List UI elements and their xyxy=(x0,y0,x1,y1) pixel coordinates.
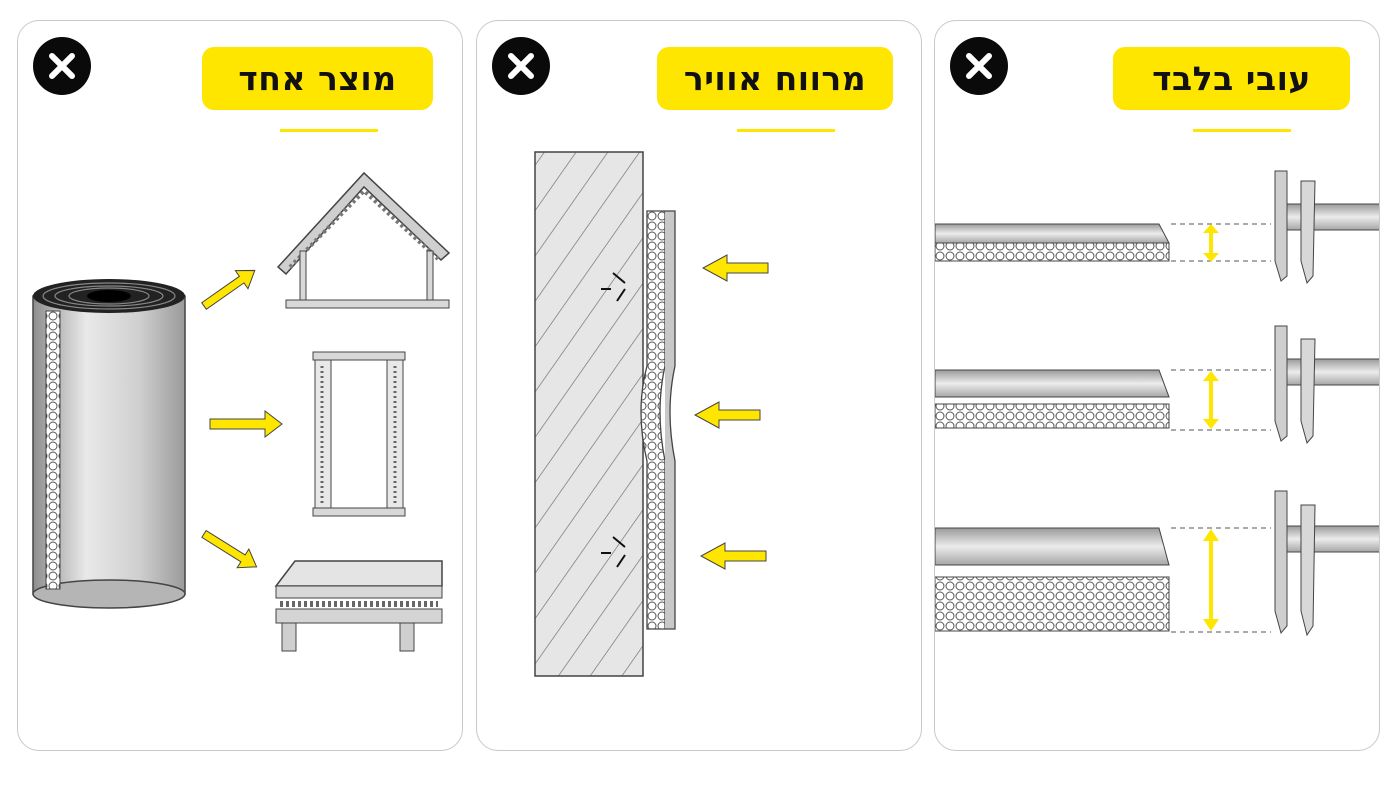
arrow-to-wall-icon xyxy=(209,409,283,439)
title-underline xyxy=(280,129,378,132)
roll-to-applications-illustration xyxy=(32,171,451,652)
floor-slab-icon xyxy=(274,560,443,652)
title-underline xyxy=(1193,129,1291,132)
close-icon[interactable] xyxy=(33,37,91,95)
gap-marker-icon xyxy=(601,272,626,568)
close-icon[interactable] xyxy=(950,37,1008,95)
wall-frame-icon xyxy=(312,351,406,517)
panel-title: מוצר אחד xyxy=(202,47,433,110)
close-icon[interactable] xyxy=(492,37,550,95)
caliper-icon xyxy=(1274,490,1379,637)
panel-thickness-only: עובי בלבד xyxy=(934,20,1380,751)
arrow-to-floor-icon xyxy=(201,529,258,569)
caliper-icon xyxy=(1274,170,1379,285)
arrow-to-roof-icon xyxy=(201,269,256,310)
panel-title: עובי בלבד xyxy=(1113,47,1350,110)
title-underline xyxy=(737,129,835,132)
panel-air-gap: מרווח אוויר xyxy=(476,20,922,751)
panel-title: מרווח אוויר xyxy=(657,47,893,110)
house-roof-icon xyxy=(276,171,451,309)
wall-air-gap-illustration xyxy=(534,151,769,677)
thin-sheet-icon xyxy=(935,223,1271,262)
pressure-arrow-icon xyxy=(701,254,769,282)
insulation-sheet-icon xyxy=(640,210,676,630)
insulation-roll-icon xyxy=(32,279,186,609)
concrete-wall-icon xyxy=(534,151,644,677)
thick-sheet-icon xyxy=(935,527,1271,633)
caliper-icon xyxy=(1274,325,1379,445)
thickness-caliper-illustration xyxy=(935,170,1379,637)
medium-sheet-icon xyxy=(935,369,1271,431)
panel-single-product: מוצר אחד xyxy=(17,20,463,751)
pressure-arrow-icon xyxy=(699,542,767,570)
pressure-arrow-icon xyxy=(693,401,761,429)
